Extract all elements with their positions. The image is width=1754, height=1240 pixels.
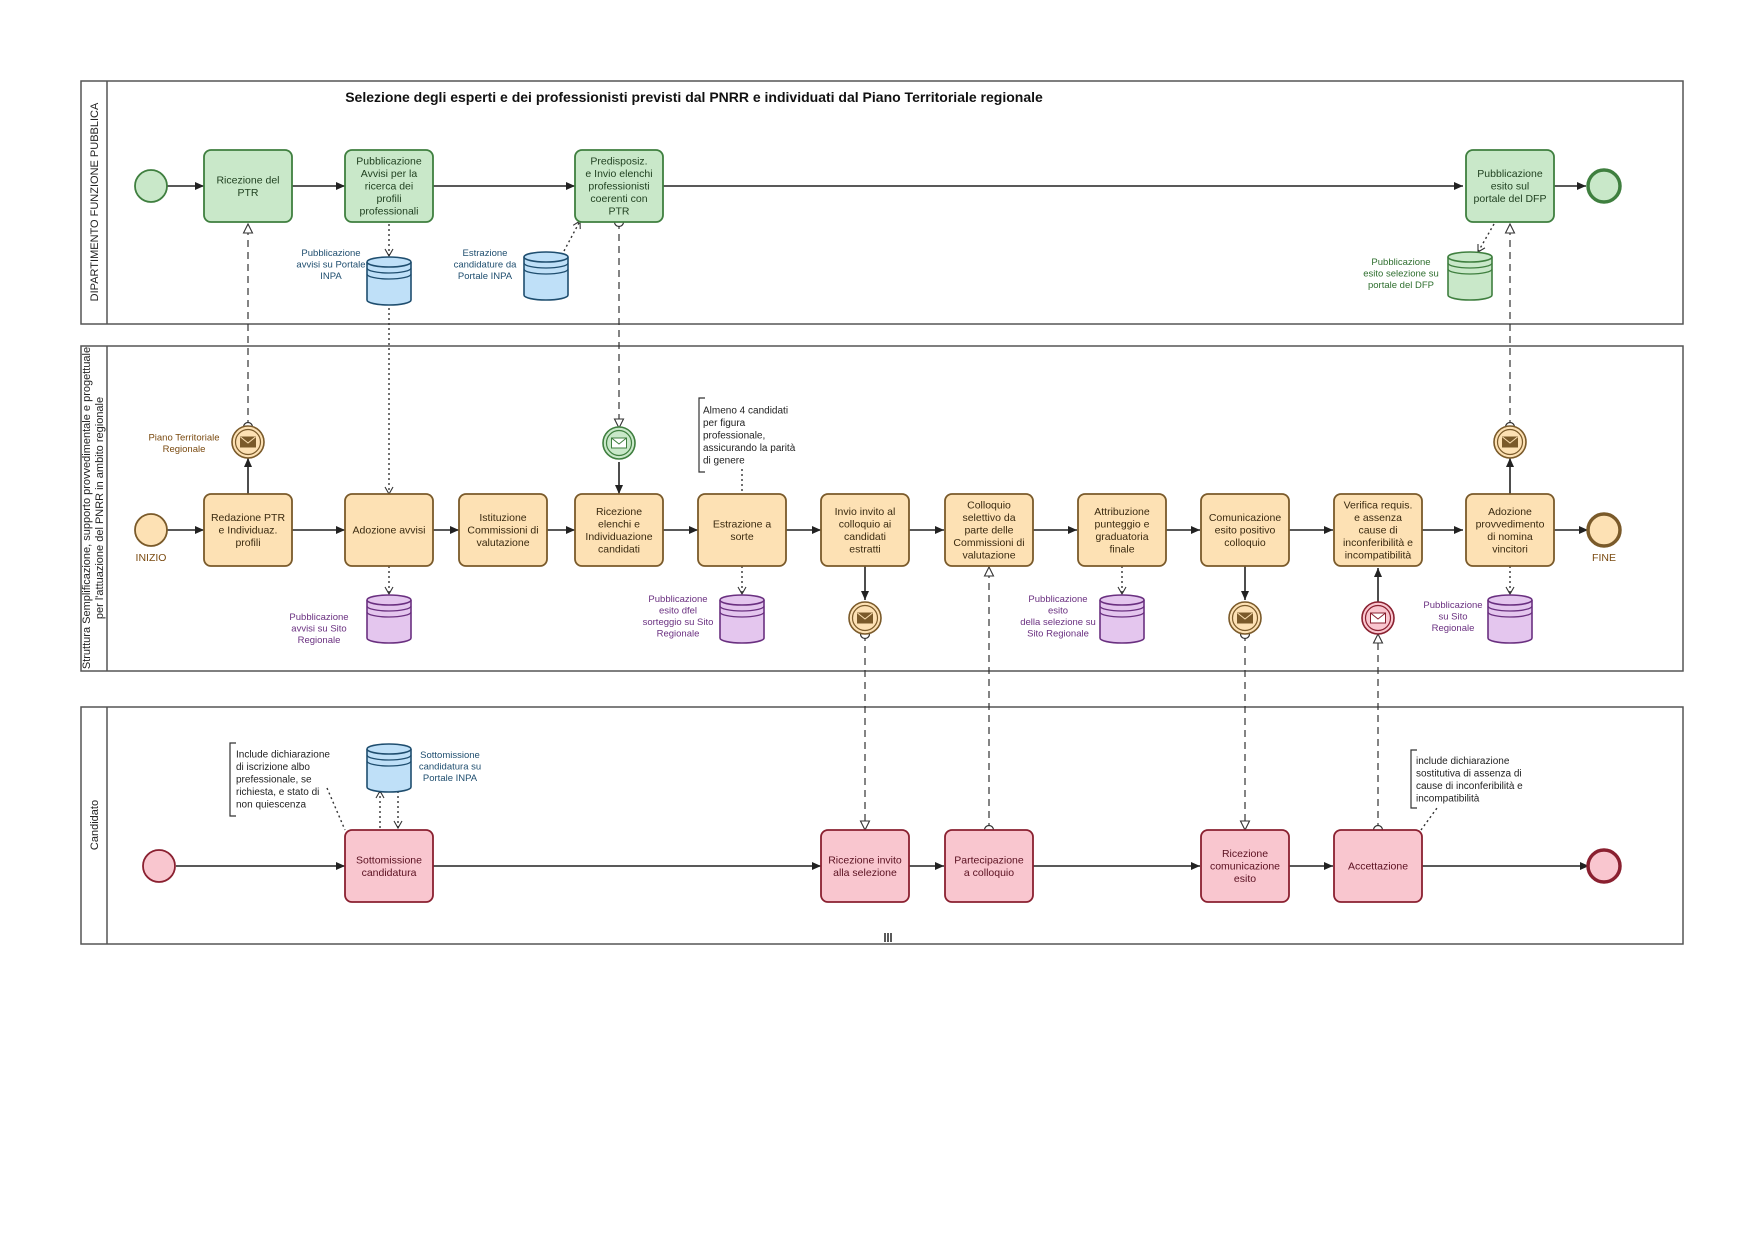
end-event-label: FINE: [1592, 552, 1616, 564]
lane-label-dfp: DIPARTIMENTO FUNZIONE PUBBLICA: [89, 102, 101, 301]
envelope-icon[interactable]: [231, 425, 265, 459]
data-store-icon: [1099, 594, 1145, 644]
task-dfp-1[interactable]: [344, 149, 434, 223]
pool-dfp: [80, 80, 1684, 325]
data-store-icon: [366, 743, 412, 793]
end-event-icon[interactable]: [1586, 168, 1622, 204]
start-event-label: INIZIO: [136, 552, 167, 564]
task-struttura-6[interactable]: [944, 493, 1034, 567]
task-struttura-0[interactable]: [203, 493, 293, 567]
diagram-title: Selezione degli esperti e dei profession…: [345, 89, 1043, 105]
task-struttura-7[interactable]: [1077, 493, 1167, 567]
task-struttura-9[interactable]: [1333, 493, 1423, 567]
envelope-icon[interactable]: [848, 601, 882, 635]
data-store-icon: [1487, 594, 1533, 644]
data-store-icon: [719, 594, 765, 644]
task-struttura-4[interactable]: [697, 493, 787, 567]
lane-label-struttura-2: per l'attuazione del PNRR in ambito regi…: [94, 397, 106, 619]
task-candidato-0[interactable]: [344, 829, 434, 903]
envelope-icon[interactable]: [1493, 425, 1527, 459]
task-struttura-10[interactable]: [1465, 493, 1555, 567]
task-candidato-4[interactable]: [1333, 829, 1423, 903]
data-store-icon: [1447, 251, 1493, 301]
data-associations: [326, 220, 1515, 831]
start-event-icon[interactable]: [134, 513, 168, 547]
pool-struttura: [80, 345, 1684, 672]
data-store-icon: [523, 251, 569, 301]
task-dfp-0[interactable]: [203, 149, 293, 223]
task-struttura-5[interactable]: [820, 493, 910, 567]
envelope-icon[interactable]: [1228, 601, 1262, 635]
start-event-icon[interactable]: [134, 169, 168, 203]
task-candidato-2[interactable]: [944, 829, 1034, 903]
task-struttura-3[interactable]: [574, 493, 664, 567]
envelope-icon[interactable]: [1361, 601, 1395, 635]
sequence-flows: [167, 182, 1589, 870]
task-dfp-2[interactable]: [574, 149, 664, 223]
task-candidato-3[interactable]: [1200, 829, 1290, 903]
pool-collapse-icon[interactable]: [884, 933, 892, 942]
end-event-icon[interactable]: [1586, 848, 1622, 884]
task-struttura-8[interactable]: [1200, 493, 1290, 567]
lane-label-candidato: Candidato: [89, 800, 101, 850]
task-dfp-3[interactable]: [1465, 149, 1555, 223]
task-struttura-2[interactable]: [458, 493, 548, 567]
end-event-icon[interactable]: [1586, 512, 1622, 548]
task-candidato-1[interactable]: [820, 829, 910, 903]
data-store-icon: [366, 256, 412, 306]
lane-label-struttura-1: Struttura Semplificazione, supporto prov…: [81, 347, 93, 669]
task-struttura-1[interactable]: [344, 493, 434, 567]
envelope-icon[interactable]: [602, 426, 636, 460]
data-store-icon: [366, 594, 412, 644]
pool-candidato: [80, 706, 1684, 945]
task-label-candidato-4: Accettazione: [1348, 861, 1408, 873]
task-label-struttura-1: Adozione avvisi: [353, 525, 426, 537]
annotation-brackets: [229, 397, 1417, 817]
start-event-icon[interactable]: [142, 849, 176, 883]
